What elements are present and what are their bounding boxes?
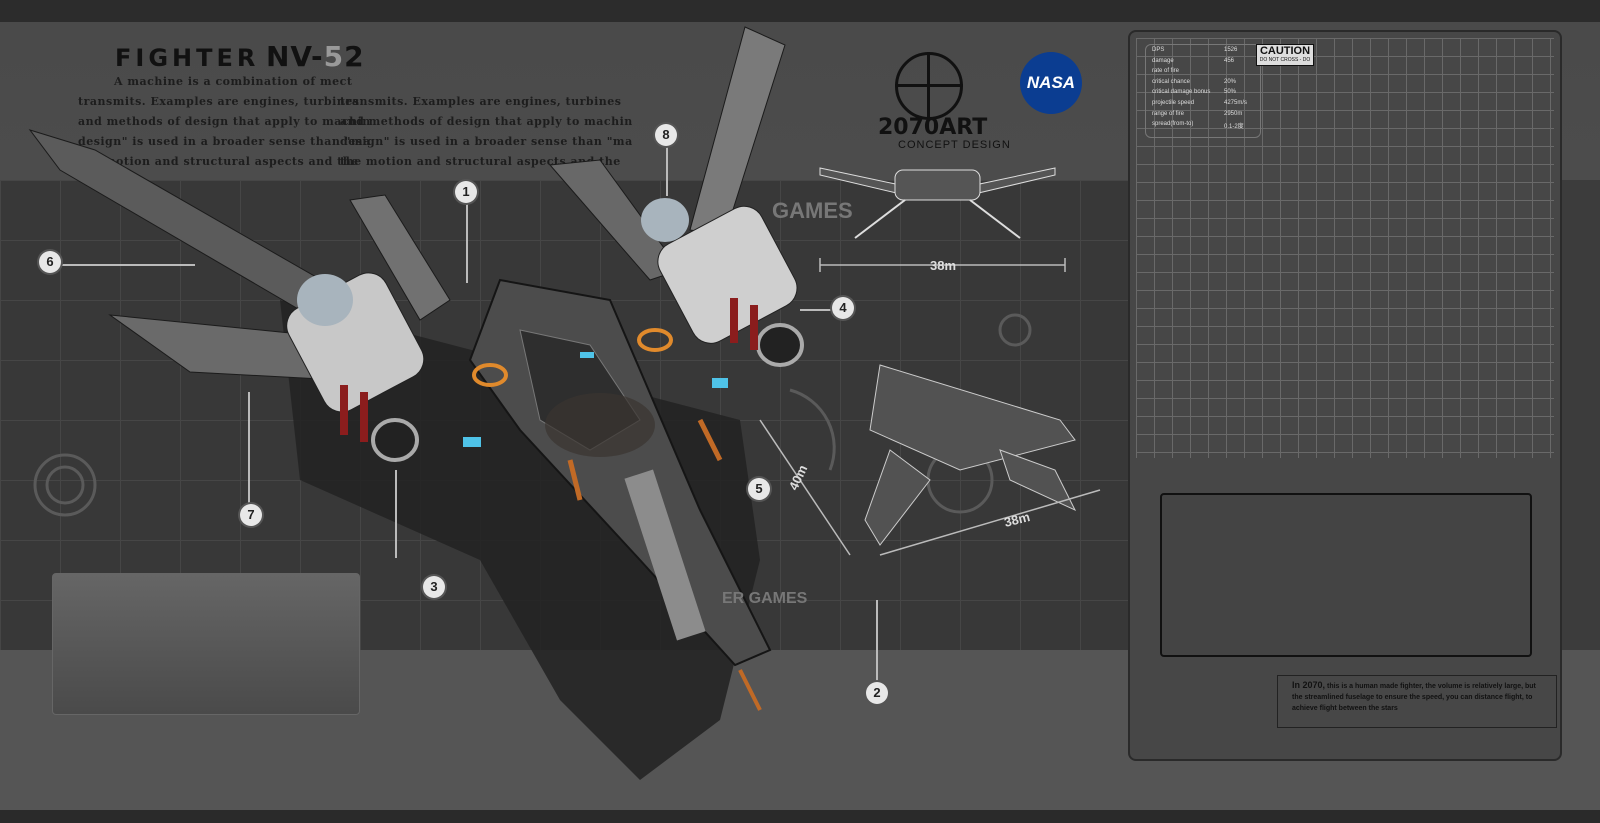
stats-row: spread(from-to) 0.1-2度 (1152, 121, 1254, 132)
title-model: NV- (265, 40, 324, 73)
note-body: this is a human made fighter, the volume… (1292, 683, 1536, 712)
front-view-ship (819, 167, 1056, 239)
description-note: In 2070, this is a human made fighter, t… (1277, 675, 1557, 728)
blueprint-grid (1136, 38, 1554, 458)
right-engine (641, 198, 804, 367)
page-title: FIGHTER NV-52 (115, 40, 365, 73)
callout-5: 5 (748, 478, 770, 500)
leader-line-2 (876, 600, 878, 682)
stat-value: 0.1-2度 (1224, 124, 1244, 131)
stats-row: rate of fire (1152, 68, 1254, 79)
right-wing (689, 26, 786, 236)
side-view-ship (864, 364, 1077, 546)
title-prefix: FIGHTER (115, 44, 260, 72)
stat-value: 1526 (1224, 47, 1238, 53)
stats-row: range of fire 2950m (1152, 111, 1254, 122)
stats-row: critical chance 20% (1152, 79, 1254, 90)
stats-row: DPS 1526 (1152, 47, 1254, 58)
brand-art: ART (939, 115, 988, 140)
stat-label: rate of fire (1152, 68, 1180, 75)
thumbnail-frame (52, 573, 360, 715)
title-number-dark: 2 (344, 40, 365, 73)
brand-name: 2070ART (878, 115, 987, 140)
stat-label: projectile speed (1152, 99, 1195, 106)
callout-7: 7 (240, 504, 262, 526)
render-frame (1160, 493, 1532, 657)
stat-value: 456 (1224, 57, 1235, 64)
nasa-logo: NASA (1020, 52, 1082, 114)
leader-line-4 (800, 309, 832, 311)
leader-line-3 (395, 470, 397, 558)
canopy (545, 393, 655, 457)
callout-4: 4 (832, 297, 854, 319)
caution-title: CAUTION (1259, 45, 1311, 57)
brand-subtitle: CONCEPT DESIGN (898, 139, 1011, 151)
stat-label: critical damage bonus (1152, 89, 1211, 96)
crosshair-logo-icon (895, 52, 963, 120)
callout-2: 2 (866, 682, 888, 704)
leader-line-8 (666, 146, 668, 196)
brand-year: 2070 (878, 115, 940, 140)
caution-subtitle: DO NOT CROSS - DO (1259, 57, 1311, 63)
desc-line: and methods of design that apply to mach… (340, 115, 633, 128)
callout-8: 8 (655, 124, 677, 146)
left-engine (286, 272, 425, 462)
stat-label: DPS (1152, 47, 1165, 53)
stat-label: critical chance (1152, 78, 1191, 85)
title-number-grey: 5 (323, 40, 345, 73)
stat-label: damage (1152, 57, 1174, 64)
callout-1: 1 (455, 181, 477, 203)
stat-label: spread(from-to) (1152, 121, 1194, 128)
stats-row: damage 456 (1152, 58, 1254, 69)
stats-table: DPS 1526 damage 456 rate of fire critical … (1145, 44, 1261, 138)
watermark-hunter-games: ER GAMES (722, 590, 808, 607)
center-fin (349, 194, 451, 321)
desc-line: the motion and structural aspects and th… (78, 155, 359, 168)
desc-line: A machine is a combination of mect (114, 75, 353, 88)
desc-line: design" is used in a broader sense than … (78, 135, 371, 148)
stats-row: projectile speed 4275m/s (1152, 100, 1254, 111)
stat-value: 20% (1224, 78, 1237, 85)
stat-value: 4275m/s (1224, 99, 1248, 106)
stats-row: critical damage bonus 50% (1152, 89, 1254, 100)
callout-6: 6 (39, 251, 61, 273)
stat-value: 50% (1224, 89, 1237, 96)
desc-line: and methods of design that apply to mach… (78, 115, 371, 128)
leader-line-6 (60, 264, 195, 266)
left-wing (28, 129, 331, 311)
caution-sign: CAUTION DO NOT CROSS - DO (1256, 44, 1314, 66)
description-left: A machine is a combination of mect trans… (78, 72, 371, 172)
leader-line-1 (466, 203, 468, 283)
callout-3: 3 (423, 576, 445, 598)
dimension-top: 38m (930, 258, 957, 273)
nose-strip (624, 469, 706, 641)
note-lead: In 2070, (1292, 680, 1326, 690)
stat-value: 2950m (1224, 110, 1243, 117)
desc-line: design" is used in a broader sense than … (340, 135, 633, 148)
leader-line-7 (248, 392, 250, 504)
watermark-games: GAMES (772, 198, 853, 223)
stat-label: range of fire (1152, 110, 1185, 117)
desc-line: transmits. Examples are engines, turbine… (78, 95, 360, 108)
desc-line: transmits. Examples are engines, turbine… (340, 95, 622, 108)
